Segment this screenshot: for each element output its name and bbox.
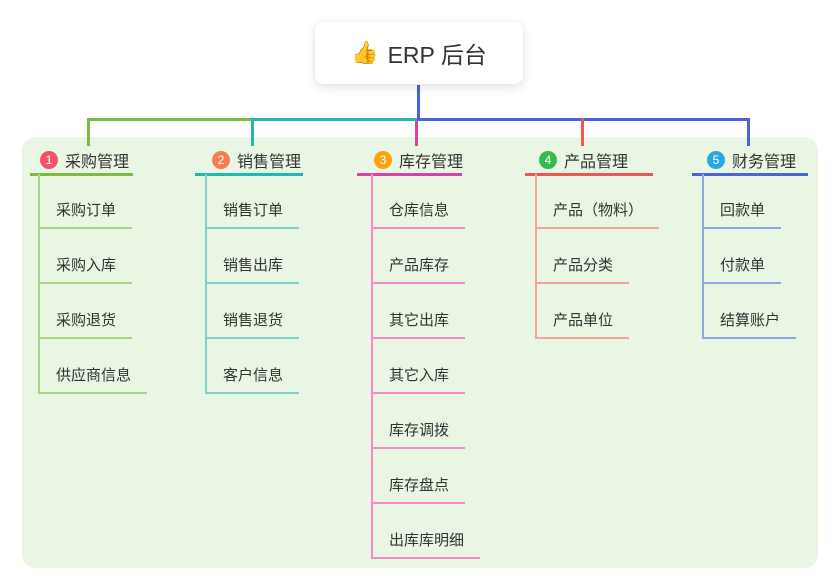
main-line-left-green bbox=[87, 118, 254, 121]
child-node-label[interactable]: 结算账户 bbox=[702, 309, 797, 339]
child-node-label[interactable]: 仓库信息 bbox=[371, 199, 466, 229]
branches-panel bbox=[22, 137, 818, 568]
child-row: 其它出库 bbox=[371, 284, 480, 339]
child-trunk-line bbox=[702, 174, 704, 339]
root-label: ERP 后台 bbox=[387, 42, 487, 68]
main-line-left-teal bbox=[251, 118, 420, 121]
branch-drop-line-1 bbox=[87, 118, 90, 146]
branch-label: 采购管理 bbox=[65, 153, 130, 171]
branch-number-badge: 1 bbox=[40, 150, 58, 169]
branch-drop-line-4 bbox=[581, 118, 584, 146]
child-node-label[interactable]: 客户信息 bbox=[205, 364, 300, 394]
child-trunk-line bbox=[371, 174, 373, 559]
child-node-label[interactable]: 库存调拨 bbox=[371, 419, 466, 449]
child-row: 销售退货 bbox=[205, 284, 300, 339]
branch-label: 销售管理 bbox=[237, 153, 302, 171]
child-trunk-line bbox=[205, 174, 207, 394]
child-row: 采购订单 bbox=[38, 174, 147, 229]
child-node-label[interactable]: 销售出库 bbox=[205, 254, 300, 284]
child-trunk-line bbox=[38, 174, 40, 394]
child-row: 付款单 bbox=[702, 229, 796, 284]
child-row: 库存调拨 bbox=[371, 394, 480, 449]
branch-label: 产品管理 bbox=[564, 153, 629, 171]
child-node-label[interactable]: 产品（物料） bbox=[535, 199, 660, 229]
root-stem-line bbox=[417, 85, 420, 121]
child-node-label[interactable]: 产品分类 bbox=[535, 254, 630, 284]
child-row: 销售出库 bbox=[205, 229, 300, 284]
child-node-label[interactable]: 库存盘点 bbox=[371, 474, 466, 504]
branch-number-badge: 2 bbox=[212, 150, 230, 169]
branch-number-badge: 5 bbox=[707, 150, 725, 169]
child-row: 库存盘点 bbox=[371, 449, 480, 504]
branch-number-badge: 3 bbox=[374, 150, 392, 169]
child-node-label[interactable]: 产品单位 bbox=[535, 309, 630, 339]
child-row: 产品库存 bbox=[371, 229, 480, 284]
child-node-label[interactable]: 回款单 bbox=[702, 199, 782, 229]
child-row: 产品分类 bbox=[535, 229, 659, 284]
child-node-label[interactable]: 其它入库 bbox=[371, 364, 466, 394]
child-row: 回款单 bbox=[702, 174, 796, 229]
child-row: 产品（物料） bbox=[535, 174, 660, 229]
child-node-label[interactable]: 供应商信息 bbox=[38, 364, 148, 394]
child-node-label[interactable]: 产品库存 bbox=[371, 254, 466, 284]
branch-children-2: 销售订单销售出库销售退货客户信息 bbox=[205, 174, 300, 394]
child-row: 供应商信息 bbox=[38, 339, 148, 394]
branch-children-3: 仓库信息产品库存其它出库其它入库库存调拨库存盘点出库库明细 bbox=[371, 174, 481, 559]
branch-header-4[interactable]: 4 产品管理 bbox=[525, 146, 653, 176]
branch-header-2[interactable]: 2 销售管理 bbox=[195, 146, 303, 176]
branch-label: 财务管理 bbox=[732, 153, 797, 171]
child-row: 结算账户 bbox=[702, 284, 797, 339]
child-node-label[interactable]: 采购订单 bbox=[38, 199, 133, 229]
branch-drop-line-3 bbox=[415, 121, 418, 146]
branch-children-1: 采购订单采购入库采购退货供应商信息 bbox=[38, 174, 148, 394]
child-trunk-line bbox=[535, 174, 537, 339]
child-node-label[interactable]: 其它出库 bbox=[371, 309, 466, 339]
branch-header-5[interactable]: 5 财务管理 bbox=[692, 146, 808, 176]
branch-header-1[interactable]: 1 采购管理 bbox=[30, 146, 133, 176]
child-row: 采购退货 bbox=[38, 284, 147, 339]
child-row: 出库库明细 bbox=[371, 504, 481, 559]
child-row: 产品单位 bbox=[535, 284, 659, 339]
branch-number-badge: 4 bbox=[539, 150, 557, 169]
thumbs-up-icon: 👍 bbox=[351, 40, 379, 65]
child-row: 其它入库 bbox=[371, 339, 480, 394]
child-node-label[interactable]: 销售退货 bbox=[205, 309, 300, 339]
root-node[interactable]: 👍 ERP 后台 bbox=[315, 22, 523, 84]
child-node-label[interactable]: 销售订单 bbox=[205, 199, 300, 229]
child-row: 客户信息 bbox=[205, 339, 300, 394]
child-node-label[interactable]: 付款单 bbox=[702, 254, 782, 284]
child-node-label[interactable]: 采购退货 bbox=[38, 309, 133, 339]
branch-drop-line-2 bbox=[251, 118, 254, 146]
branch-children-5: 回款单付款单结算账户 bbox=[702, 174, 797, 339]
branch-label: 库存管理 bbox=[399, 153, 464, 171]
branch-drop-line-5 bbox=[747, 118, 750, 146]
child-row: 销售订单 bbox=[205, 174, 300, 229]
child-node-label[interactable]: 采购入库 bbox=[38, 254, 133, 284]
child-row: 采购入库 bbox=[38, 229, 147, 284]
child-node-label[interactable]: 出库库明细 bbox=[371, 529, 481, 559]
branch-header-3[interactable]: 3 库存管理 bbox=[357, 146, 464, 176]
child-row: 仓库信息 bbox=[371, 174, 480, 229]
branch-children-4: 产品（物料） 产品分类产品单位 bbox=[535, 174, 660, 339]
